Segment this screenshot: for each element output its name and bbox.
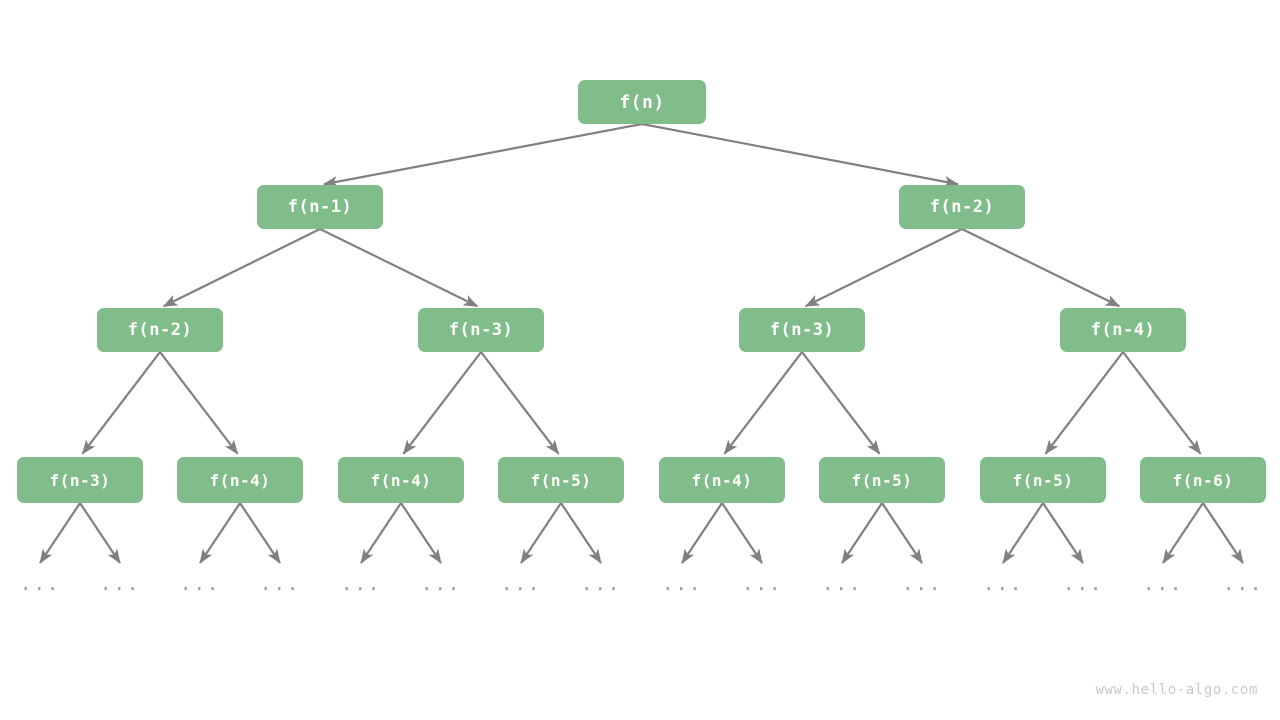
tree-node-label: f(n-4) [209,470,271,490]
tree-node-label: f(n-5) [530,470,592,490]
ellipsis-marker: ... [1223,573,1264,595]
tree-node-n11[interactable]: f(n-4) [659,457,785,503]
stub-edge-n13-left [1002,502,1044,564]
edge-n5-to-n12 [801,351,881,455]
edge-n6-to-n13 [1044,351,1124,455]
tree-node-n6[interactable]: f(n-4) [1060,308,1186,352]
ellipsis-marker: ... [421,573,462,595]
tree-node-n13[interactable]: f(n-5) [980,457,1106,503]
stub-edge-n11-right [721,502,763,564]
tree-node-label: f(n-4) [691,470,753,490]
tree-node-n1[interactable]: f(n-1) [257,185,383,229]
tree-node-label: f(n-3) [769,320,835,340]
edge-layer [39,122,1244,564]
tree-node-n9[interactable]: f(n-4) [338,457,464,503]
tree-node-label: f(n-3) [448,320,514,340]
tree-node-label: f(n-2) [929,197,995,217]
ellipsis-marker: ... [501,573,542,595]
tree-node-label: f(n-5) [851,470,913,490]
stub-edge-n8-right [239,502,281,564]
tree-node-n10[interactable]: f(n-5) [498,457,624,503]
tree-node-n3[interactable]: f(n-2) [97,308,223,352]
edge-n3-to-n8 [159,351,239,455]
tree-node-label: f(n-5) [1012,470,1074,490]
tree-node-label: f(n) [619,91,665,113]
ellipsis-marker: ... [100,573,141,595]
edge-n2-to-n5 [804,228,963,308]
edge-n2-to-n6 [961,228,1121,308]
edge-n4-to-n9 [402,351,482,455]
tree-node-n7[interactable]: f(n-3) [17,457,143,503]
ellipsis-marker: ... [822,573,863,595]
tree-node-label: f(n-1) [287,197,353,217]
tree-node-n4[interactable]: f(n-3) [418,308,544,352]
stub-edge-n14-left [1162,502,1204,564]
stub-edge-n12-right [881,502,923,564]
ellipsis-marker: ... [1063,573,1104,595]
stub-edge-n12-left [841,502,883,564]
ellipsis-marker: ... [581,573,622,595]
tree-node-label: f(n-4) [1090,320,1156,340]
tree-node-n0[interactable]: f(n) [578,80,706,124]
edge-n1-to-n4 [319,228,479,308]
tree-node-n14[interactable]: f(n-6) [1140,457,1266,503]
tree-node-n5[interactable]: f(n-3) [739,308,865,352]
stub-edge-n9-left [360,502,402,564]
tree-node-label: f(n-6) [1172,470,1234,490]
ellipsis-marker: ... [983,573,1024,595]
tree-node-label: f(n-2) [127,320,193,340]
ellipsis-marker: ... [260,573,301,595]
stub-edge-n11-left [681,502,723,564]
edge-n3-to-n7 [81,351,161,455]
watermark-label: www.hello-algo.com [1095,682,1258,698]
ellipsis-marker: ... [902,573,943,595]
ellipsis-marker: ... [20,573,61,595]
stub-edge-n9-right [400,502,442,564]
stub-edge-n10-right [560,502,602,564]
stub-edge-n10-left [520,502,562,564]
tree-node-n8[interactable]: f(n-4) [177,457,303,503]
stub-edge-n13-right [1042,502,1084,564]
ellipsis-marker: ... [742,573,783,595]
tree-node-label: f(n-3) [49,470,111,490]
ellipsis-marker: ... [341,573,382,595]
tree-node-n2[interactable]: f(n-2) [899,185,1025,229]
edge-n1-to-n3 [162,228,321,308]
ellipsis-marker: ... [1143,573,1184,595]
edge-n6-to-n14 [1122,351,1202,455]
edge-n0-to-n2 [641,122,959,188]
edge-n0-to-n1 [323,122,643,188]
edge-n4-to-n10 [480,351,560,455]
tree-node-label: f(n-4) [370,470,432,490]
stub-edge-n8-left [199,502,241,564]
stub-edge-n7-left [39,502,81,564]
stub-edge-n7-right [79,502,121,564]
edge-n5-to-n11 [723,351,803,455]
ellipsis-marker: ... [662,573,703,595]
stub-edge-n14-right [1202,502,1244,564]
ellipsis-marker: ... [180,573,221,595]
tree-node-n12[interactable]: f(n-5) [819,457,945,503]
